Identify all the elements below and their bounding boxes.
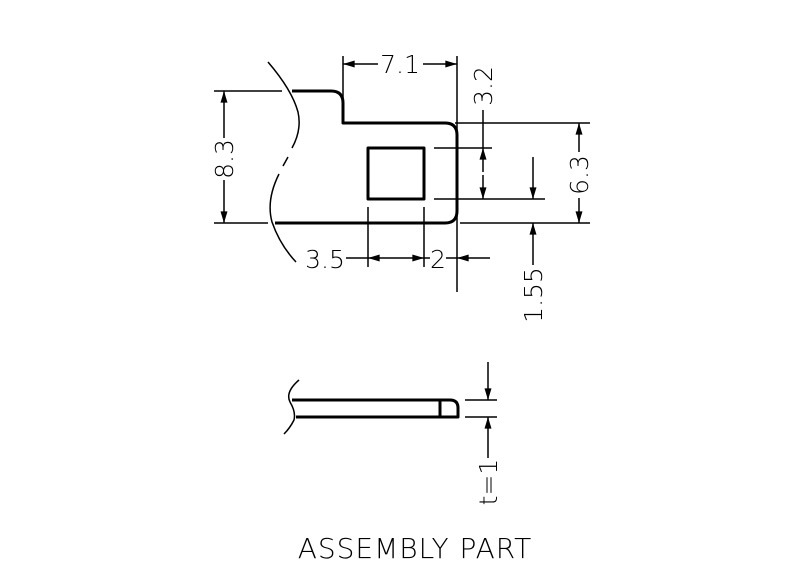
dim-label-2: 2 <box>430 245 446 274</box>
dim-hole-height: 3.2 <box>434 66 545 200</box>
side-profile <box>292 398 460 419</box>
dim-height-right: 6.3 <box>455 122 594 224</box>
dim-label-7-1: 7.1 <box>380 50 420 79</box>
side-view: t=1 <box>283 362 503 506</box>
dim-height-total: 8.3 <box>210 90 282 224</box>
dim-hole-offset-bottom: 1.55 <box>519 157 548 323</box>
dim-label-6-3: 6.3 <box>565 155 594 195</box>
dim-label-1-55: 1.55 <box>519 267 548 323</box>
dim-width-top: 7.1 <box>342 50 458 292</box>
dim-label-3-5: 3.5 <box>305 245 345 274</box>
part-outline <box>275 89 459 225</box>
top-view <box>267 61 459 263</box>
drawing-title: ASSEMBLY PART <box>298 532 533 565</box>
dim-label-3-2: 3.2 <box>469 66 498 106</box>
side-break-line <box>283 379 300 435</box>
dim-label-8-3: 8.3 <box>210 139 239 179</box>
square-hole <box>366 146 426 201</box>
dim-hole-offsets-horizontal: 3.5 2 <box>305 207 490 274</box>
dim-label-thickness: t=1 <box>474 459 503 506</box>
break-line <box>267 61 300 263</box>
